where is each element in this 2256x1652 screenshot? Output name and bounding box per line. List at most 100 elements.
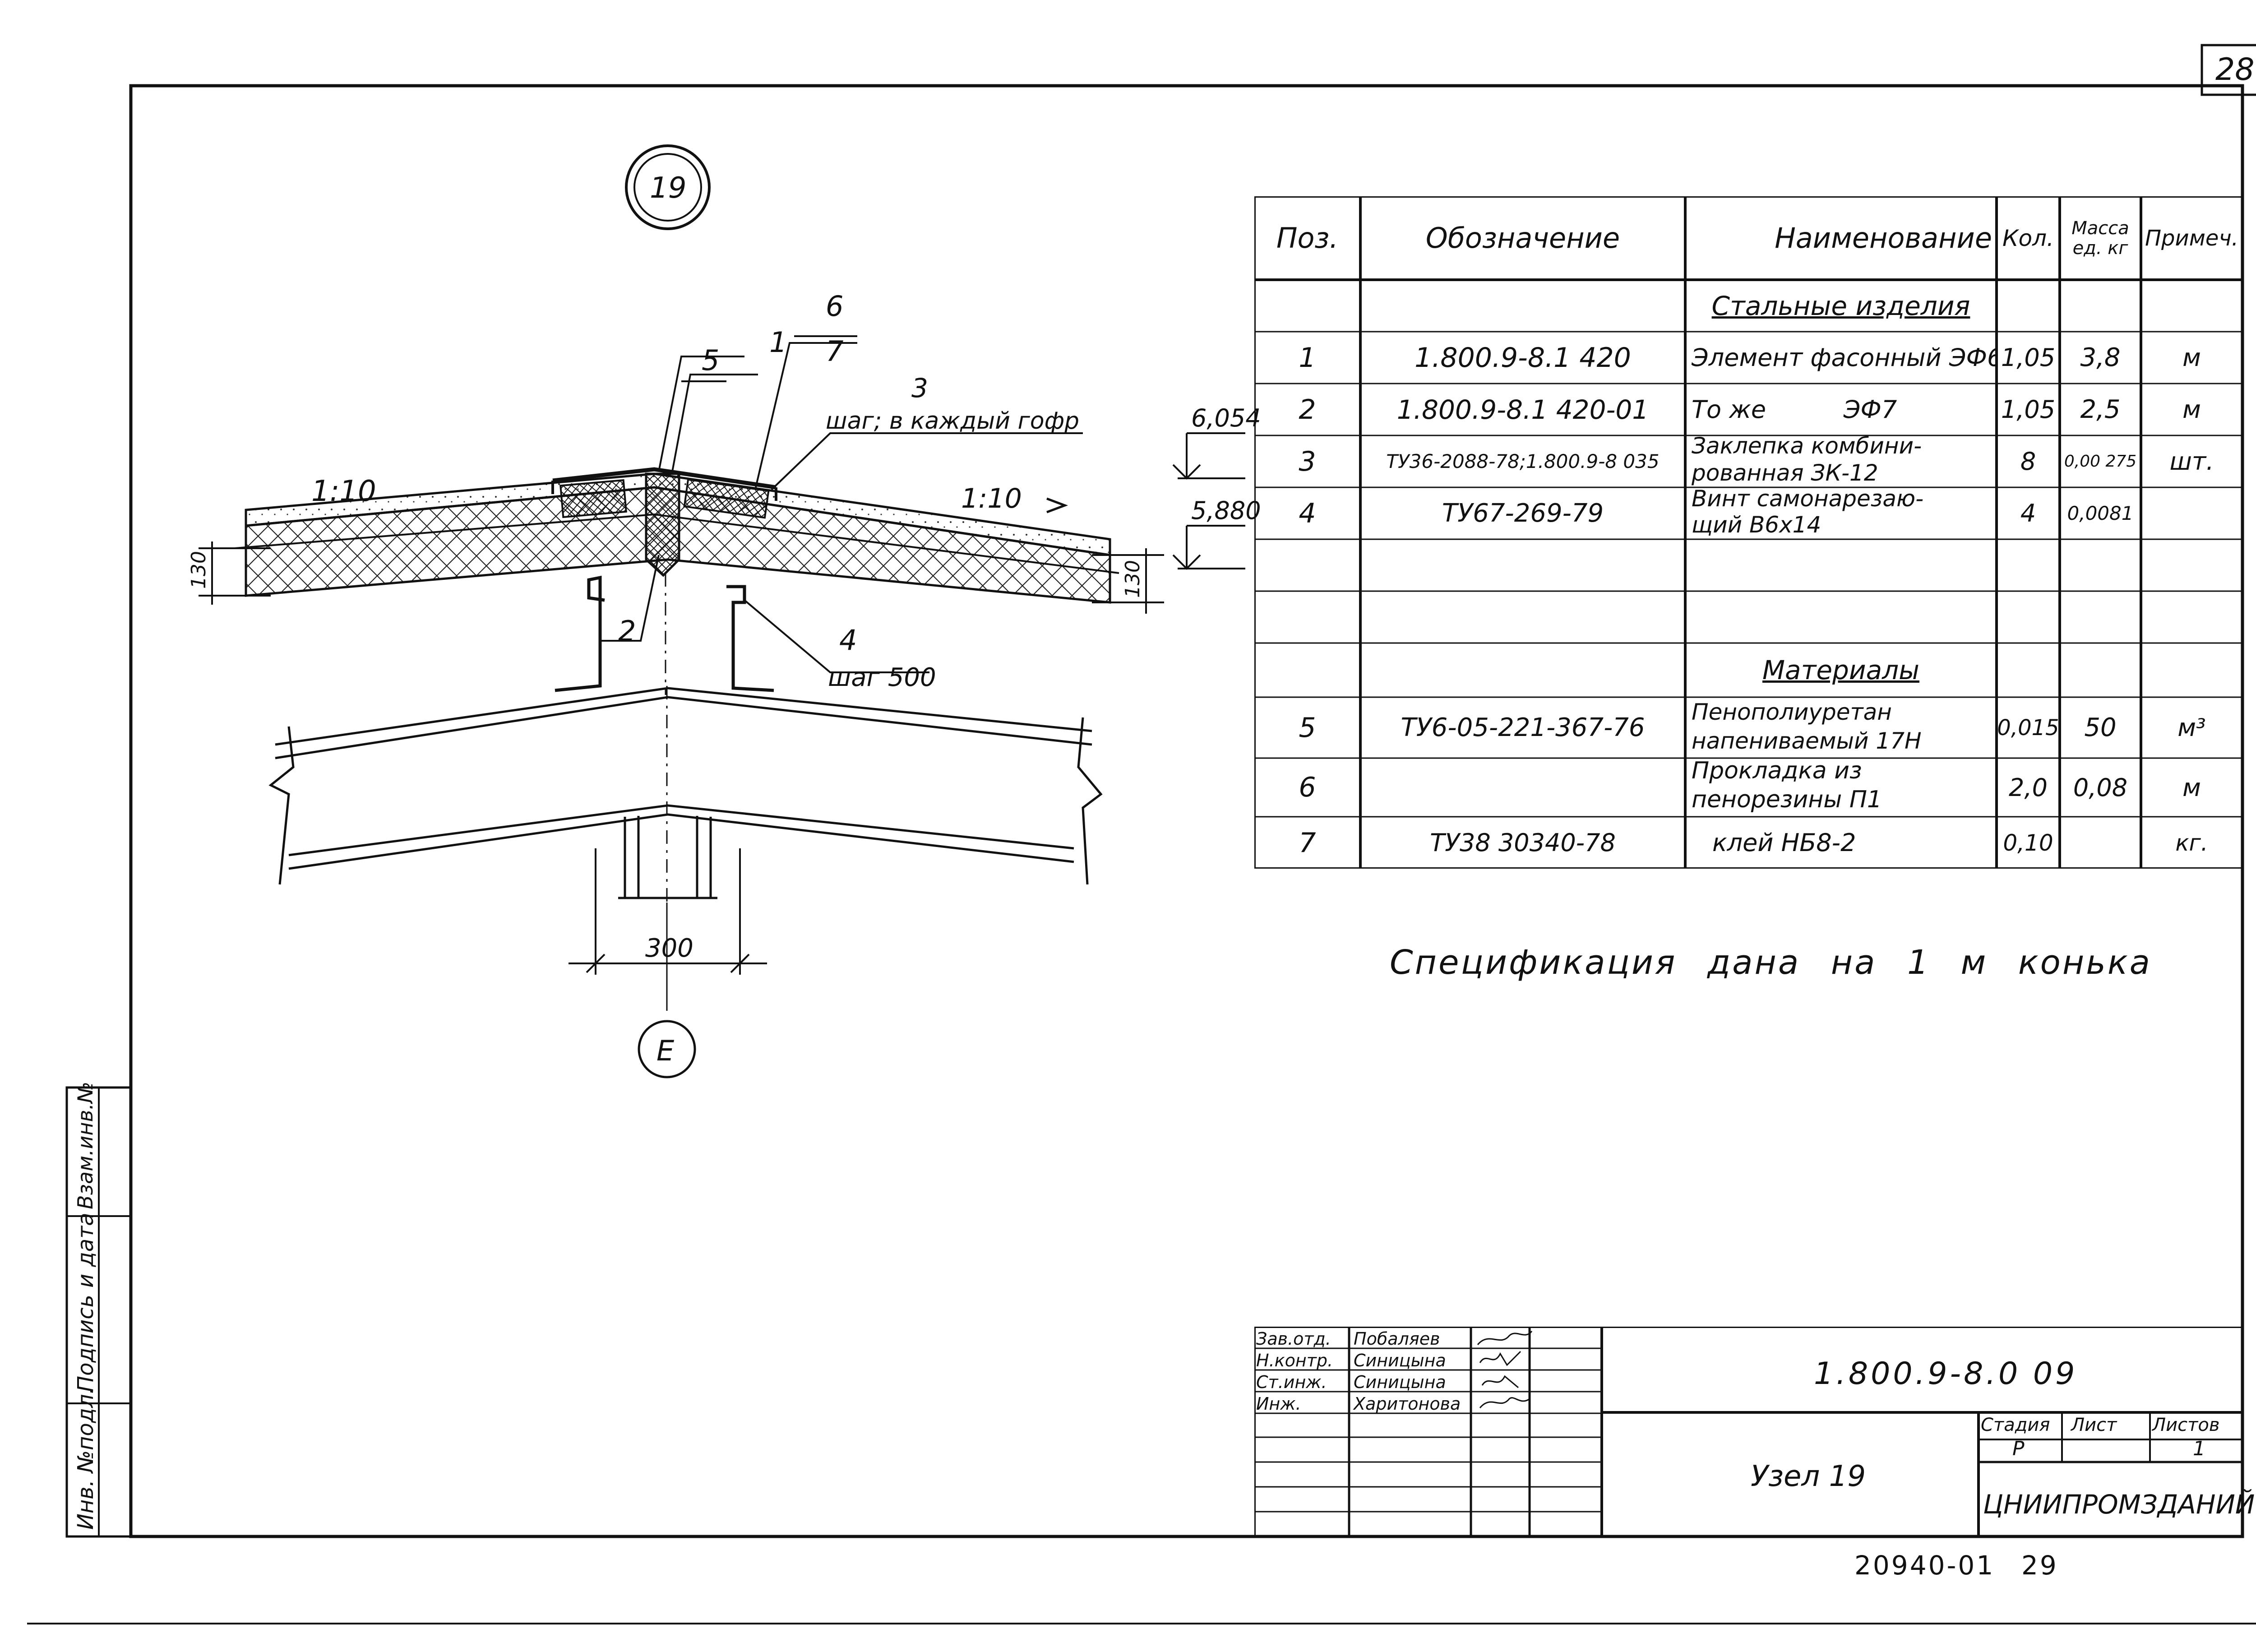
row7-qty: 0,10: [2003, 829, 2053, 856]
elev-bottom: 5,880: [1191, 496, 1261, 525]
drawing-title: Узел 19: [1751, 1460, 1866, 1493]
row1-pos: 1: [1299, 342, 1316, 374]
role-norm-control: Н.контр.: [1256, 1351, 1333, 1370]
row5-designation: ТУ6-05-221-367-76: [1401, 713, 1645, 742]
row5-pos: 5: [1299, 712, 1316, 744]
row7-mass: [2060, 817, 2141, 869]
sheets-value: 1: [2193, 1437, 2205, 1460]
slope-right: 1:10: [961, 483, 1022, 514]
row5-note: м³: [2177, 713, 2206, 742]
organization: ЦНИИПРОМЗДАНИЙ: [1983, 1489, 2255, 1520]
row6-designation: [1360, 758, 1685, 817]
row4-note: [2141, 487, 2242, 539]
row6-mass: 0,08: [2073, 773, 2128, 802]
thickness-right: 130: [1121, 560, 1144, 598]
row5-name2: напениваемый 17Н: [1692, 728, 1922, 754]
row6-name: Прокладка из: [1692, 757, 1862, 784]
row5-qty: 0,015: [1997, 715, 2059, 740]
side-stamp-inv: Инв. №подл.: [73, 1387, 98, 1530]
doc-code: 1.800.9-8.0 09: [1814, 1356, 2078, 1392]
row2-qty: 1,05: [2001, 395, 2056, 424]
page-number-bottom: 29: [2021, 1550, 2058, 1581]
row7-pos: 7: [1299, 827, 1316, 859]
elev-top: 6,054: [1191, 404, 1261, 432]
name-eng: Харитонова: [1354, 1394, 1461, 1414]
row3-qty: 8: [2020, 447, 2036, 476]
row1-mass: 3,8: [2080, 343, 2121, 372]
pos-4-label: 4: [839, 624, 857, 657]
row5-name: Пенополиуретан: [1692, 699, 1892, 725]
sheet-label: Лист: [2071, 1415, 2117, 1435]
side-stamp-sign: Подпись и дата: [73, 1212, 98, 1392]
sheets-label: Листов: [2152, 1415, 2220, 1435]
row4-mass: 0,0081: [2067, 502, 2134, 524]
row3-note: шт.: [2169, 447, 2214, 476]
axis-circle: [638, 1020, 696, 1078]
pos-1-label: 1: [769, 326, 787, 359]
row6-name2: пенорезины П1: [1692, 786, 1882, 813]
row4-designation: ТУ67-269-79: [1442, 499, 1604, 528]
name-norm-control: Синицына: [1354, 1351, 1446, 1370]
stage-label: Стадия: [1981, 1415, 2050, 1435]
row4-name: Винт самонарезаю-: [1692, 486, 1924, 512]
section-materials: Материалы: [1762, 655, 1919, 685]
pos-3-note: шаг; в каждый гофр: [826, 407, 1079, 435]
spec-grid: [1254, 196, 2242, 869]
row1-designation: 1.800.9-8.1 420: [1415, 342, 1631, 374]
row1-note: м: [2182, 343, 2201, 372]
node-callout-circle: [625, 144, 711, 230]
row3-designation: ТУ36-2088-78;1.800.9-8 035: [1386, 450, 1660, 472]
row2-mass: 2,5: [2080, 395, 2121, 424]
pos-7-label: 7: [826, 335, 843, 368]
header-pos: Поз.: [1276, 222, 1339, 255]
row2-designation: 1.800.9-8.1 420-01: [1396, 394, 1649, 425]
row2-note: м: [2182, 395, 2201, 424]
row6-pos: 6: [1299, 772, 1316, 803]
callout-number: 19: [650, 171, 687, 205]
header-designation: Обозначение: [1425, 222, 1620, 255]
pos-2-label: 2: [618, 615, 636, 648]
sheet-number: 28: [2215, 52, 2255, 88]
row4-qty: 4: [2020, 499, 2036, 528]
name-head-dept: Побаляев: [1354, 1329, 1440, 1349]
section-steel: Стальные изделия: [1711, 290, 1970, 321]
row3-name2: рованная ЗК-12: [1692, 460, 1878, 486]
node-drawing: 300 Е 1:10 1:10 130 130 6,054 5,880: [187, 144, 1261, 1078]
pos-4-note: шаг 500: [828, 663, 936, 692]
pos-6-label: 6: [826, 290, 843, 323]
row6-note: м: [2182, 773, 2201, 802]
role-head-dept: Зав.отд.: [1256, 1329, 1331, 1349]
row4-name2: щий В6х14: [1692, 512, 1821, 538]
header-qty: Кол.: [2002, 225, 2054, 251]
header-note: Примеч.: [2145, 225, 2239, 251]
row7-designation: ТУ38 30340-78: [1430, 828, 1616, 857]
spec-note: Спецификация дана на 1 м конька: [1390, 943, 2152, 982]
row7-name: клей НБ8-2: [1712, 828, 1856, 857]
dim-300: 300: [645, 934, 693, 963]
row6-qty: 2,0: [2009, 773, 2048, 802]
drawing-number-bottom: 20940-01: [1854, 1550, 1995, 1581]
axis-label: Е: [656, 1034, 675, 1067]
pos-3-label: 3: [911, 373, 928, 403]
row5-mass: 50: [2084, 713, 2117, 742]
row2-name: То же ЭФ7: [1692, 395, 1897, 424]
stage-value: Р: [2012, 1437, 2025, 1460]
row4-pos: 4: [1299, 497, 1316, 529]
header-mass: Масса ед. кг: [2071, 217, 2129, 259]
thickness-left: 130: [187, 551, 210, 589]
role-senior-eng: Ст.инж.: [1256, 1372, 1327, 1392]
row3-mass: 0,00 275: [2064, 452, 2137, 471]
row7-note: кг.: [2175, 829, 2208, 856]
row1-qty: 1,05: [2001, 343, 2056, 372]
name-senior-eng: Синицына: [1354, 1372, 1446, 1392]
title-block-grid: [1254, 1327, 2242, 1536]
row2-pos: 2: [1299, 393, 1316, 426]
spec-table: Поз. Обозначение Наименование Кол. Масса…: [1254, 196, 2242, 869]
row3-name: Заклепка комбини-: [1692, 433, 1922, 459]
pos-5-label: 5: [702, 344, 719, 377]
slope-left: 1:10: [311, 475, 376, 508]
header-name: Наименование: [1775, 222, 1992, 255]
row1-name: Элемент фасонный ЭФ6: [1692, 343, 1997, 372]
row3-pos: 3: [1299, 445, 1316, 477]
